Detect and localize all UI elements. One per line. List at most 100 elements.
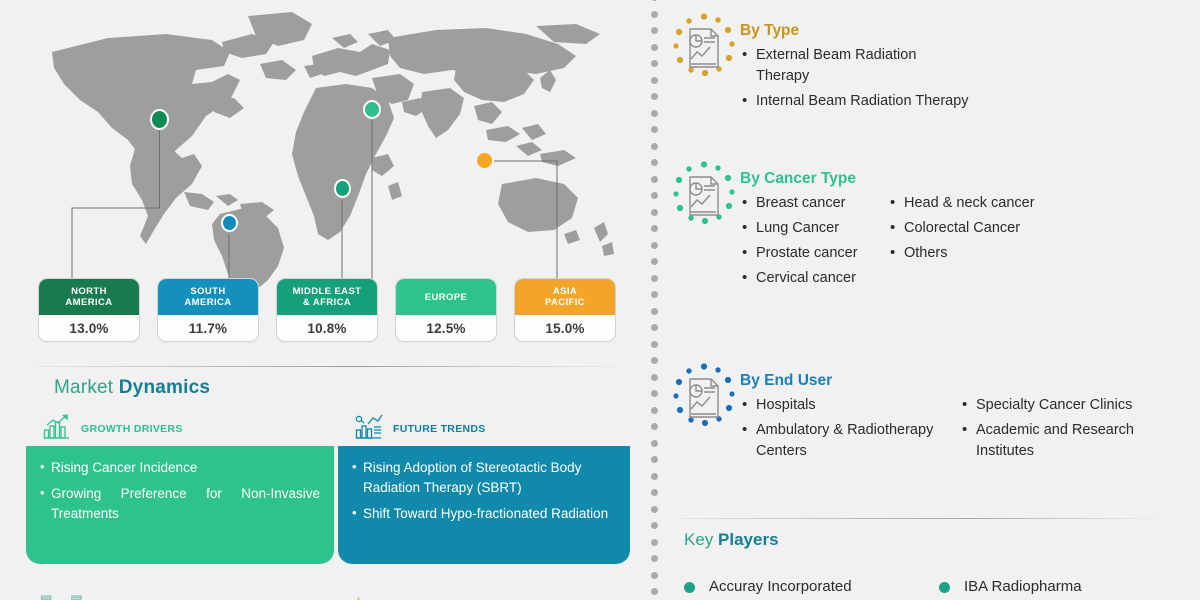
list-item: Ambulatory & Radiotherapy Centers: [740, 419, 960, 462]
segment-title: By Cancer Type: [740, 170, 857, 187]
key-players-title-light: Key: [684, 530, 719, 549]
list-item: Lung Cancer: [740, 217, 888, 239]
region-name-line1: MIDDLE EAST: [292, 286, 362, 297]
segment-column-b: Head & neck cancer Colorectal Cancer Oth…: [888, 192, 1048, 293]
segment-column-a: External Beam Radiation Therapy Internal…: [740, 44, 970, 116]
segment-lists: Hospitals Ambulatory & Radiotherapy Cent…: [740, 394, 1190, 466]
key-players-divider: [682, 518, 1160, 519]
region-name-line2: PACIFIC: [544, 297, 586, 308]
trend-analytics-icon: [354, 413, 384, 446]
map-marker-middle-east-africa[interactable]: [334, 179, 351, 198]
list-item: Shift Toward Hypo-fractionated Radiation: [352, 503, 616, 524]
segment-title: By End User: [740, 372, 833, 389]
section-divider: [36, 366, 620, 367]
future-trends-panel: FUTURE TRENDS Rising Adoption of Stereot…: [338, 412, 630, 564]
region-name-line2: AMERICA: [65, 297, 113, 308]
cutoff-icon-left-2: ▤: [70, 592, 83, 600]
map-marker-asia-pacific[interactable]: [475, 151, 494, 170]
region-card-europe[interactable]: EUROPE 12.5%: [395, 278, 497, 342]
region-name-line1: NORTH: [71, 286, 107, 297]
key-player-name: Accuray Incorporated: [709, 578, 852, 595]
bullet-dot-icon: [939, 581, 950, 593]
market-dynamics-title-bold: Dynamics: [118, 377, 211, 398]
segment-body: By Type External Beam Radiation Therapy …: [740, 12, 970, 116]
region-header: SOUTH AMERICA: [158, 279, 258, 315]
segment-body: By End User Hospitals Ambulatory & Radio…: [740, 362, 1190, 466]
region-card-north-america[interactable]: NORTH AMERICA 13.0%: [38, 278, 140, 342]
list-item: Rising Adoption of Stereotactic Body Rad…: [352, 457, 616, 498]
segment-column-b: Specialty Cancer Clinics Academic and Re…: [960, 394, 1190, 466]
region-name-line2: & AFRICA: [302, 297, 352, 308]
key-players-title-bold: Players: [718, 530, 779, 549]
region-value: 11.7%: [188, 320, 228, 336]
region-header: MIDDLE EAST & AFRICA: [277, 279, 377, 315]
region-name-line2: AMERICA: [184, 297, 232, 308]
list-item: Head & neck cancer: [888, 192, 1048, 214]
key-players-title: Key Players: [684, 530, 779, 550]
region-name-line1: SOUTH: [190, 286, 226, 297]
segment-lists: Breast cancer Lung Cancer Prostate cance…: [740, 192, 1048, 293]
key-players-list: Accuray Incorporated IBA Radiopharma: [684, 576, 1194, 598]
list-item: IBA Radiopharma: [939, 576, 1194, 598]
cutoff-icon-left: ▤: [40, 592, 53, 600]
list-item: Academic and Research Institutes: [960, 419, 1190, 462]
growth-drivers-header: GROWTH DRIVERS: [26, 412, 334, 446]
future-trends-list: Rising Adoption of Stereotactic Body Rad…: [352, 457, 616, 524]
key-player-name: IBA Radiopharma: [964, 578, 1082, 595]
list-item: Internal Beam Radiation Therapy: [740, 90, 970, 112]
segment-column-a: Breast cancer Lung Cancer Prostate cance…: [740, 192, 888, 293]
bottom-cutoff-icons: ▤ ▤: [40, 592, 83, 600]
region-value: 13.0%: [69, 320, 109, 336]
segment-body: By Cancer Type Breast cancer Lung Cancer…: [740, 160, 1048, 293]
world-map: [16, 8, 626, 298]
cutoff-icon-right: ▲: [352, 592, 365, 600]
map-marker-europe[interactable]: [363, 100, 381, 119]
vertical-dotted-divider: [648, 0, 660, 600]
bullet-dot-icon: [684, 581, 695, 593]
list-item: Accuray Incorporated: [684, 576, 939, 598]
region-cards: NORTH AMERICA 13.0% SOUTH AMERICA 11.7% …: [38, 278, 618, 344]
market-dynamics-title-light: Market: [54, 377, 119, 398]
list-item: Breast cancer: [740, 192, 888, 214]
region-name-line1: EUROPE: [424, 291, 468, 303]
growth-drivers-box: Rising Cancer Incidence Growing Preferen…: [26, 446, 334, 564]
future-trends-box: Rising Adoption of Stereotactic Body Rad…: [338, 446, 630, 564]
left-panel: NORTH AMERICA 13.0% SOUTH AMERICA 11.7% …: [0, 0, 640, 600]
region-card-south-america[interactable]: SOUTH AMERICA 11.7%: [157, 278, 259, 342]
region-card-middle-east-africa[interactable]: MIDDLE EAST & AFRICA 10.8%: [276, 278, 378, 342]
market-dynamics-title: Market Dynamics: [54, 377, 210, 399]
map-marker-north-america[interactable]: [150, 109, 169, 130]
list-item: Cervical cancer: [740, 267, 888, 289]
segment-by-type: By Type External Beam Radiation Therapy …: [668, 12, 970, 116]
list-item: Others: [888, 242, 1048, 264]
segment-title: By Type: [740, 22, 800, 39]
region-header: ASIA PACIFIC: [515, 279, 615, 315]
region-card-asia-pacific[interactable]: ASIA PACIFIC 15.0%: [514, 278, 616, 342]
key-players-column-b: IBA Radiopharma: [939, 576, 1194, 598]
list-item: External Beam Radiation Therapy: [740, 44, 970, 87]
region-header: EUROPE: [396, 279, 496, 315]
list-item: Growing Preference for Non-Invasive Trea…: [40, 483, 320, 524]
growth-drivers-label: GROWTH DRIVERS: [81, 423, 183, 435]
document-chart-icon: [668, 12, 740, 84]
future-trends-header: FUTURE TRENDS: [338, 412, 630, 446]
segment-by-cancer-type: By Cancer Type Breast cancer Lung Cancer…: [668, 160, 1048, 293]
bar-chart-growth-icon: [42, 413, 72, 446]
list-item: Specialty Cancer Clinics: [960, 394, 1190, 416]
region-header: NORTH AMERICA: [39, 279, 139, 315]
list-item: Colorectal Cancer: [888, 217, 1048, 239]
growth-drivers-panel: GROWTH DRIVERS Rising Cancer Incidence G…: [26, 412, 334, 564]
list-item: Prostate cancer: [740, 242, 888, 264]
marker-connectors: [16, 8, 626, 298]
future-trends-label: FUTURE TRENDS: [393, 423, 486, 435]
document-chart-icon: [668, 362, 740, 434]
segment-lists: External Beam Radiation Therapy Internal…: [740, 44, 970, 116]
right-panel: By Type External Beam Radiation Therapy …: [668, 0, 1200, 600]
map-marker-south-america[interactable]: [221, 214, 238, 232]
list-item: Hospitals: [740, 394, 960, 416]
document-chart-icon: [668, 160, 740, 232]
region-name-line1: ASIA: [552, 286, 578, 297]
region-value: 10.8%: [307, 320, 347, 336]
list-item: Rising Cancer Incidence: [40, 457, 320, 478]
